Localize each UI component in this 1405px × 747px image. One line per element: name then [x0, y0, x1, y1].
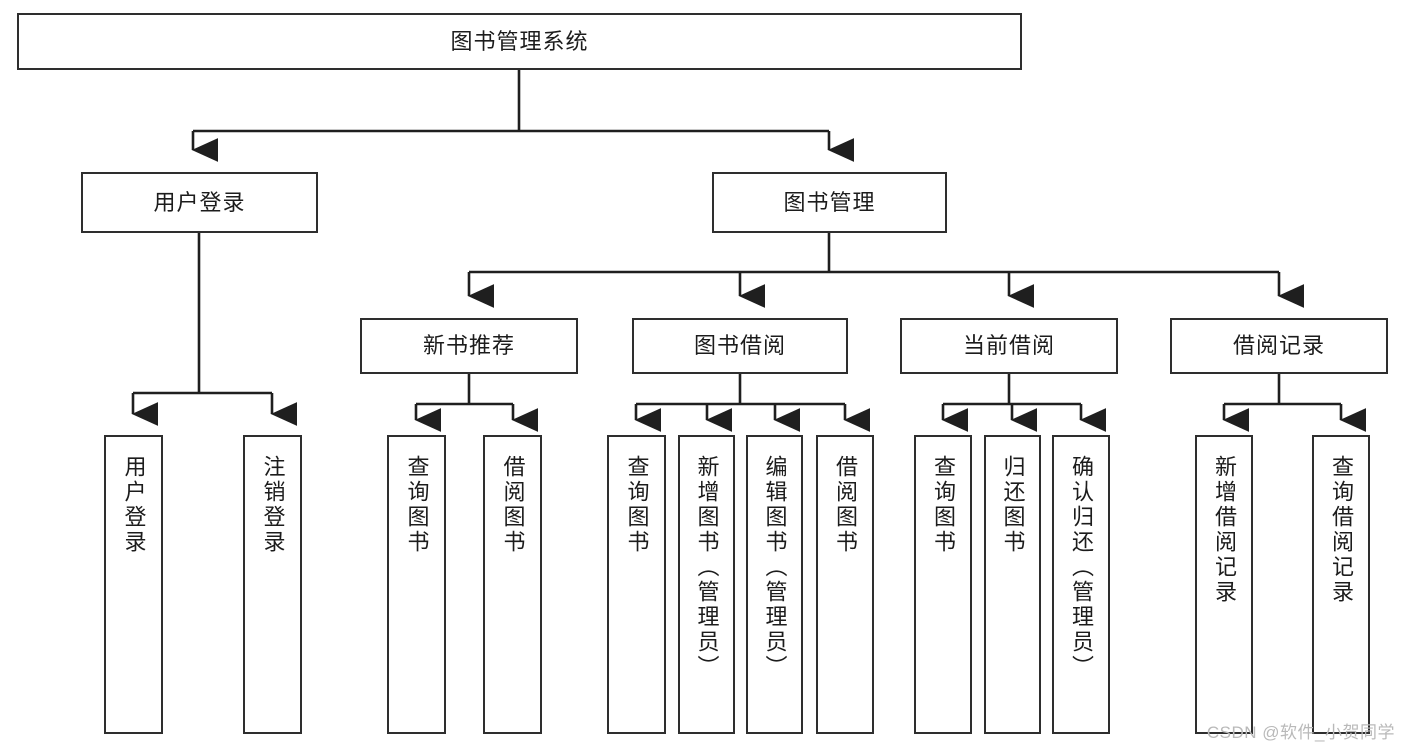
leaf-query-book-current[interactable]: 查询图书 [914, 435, 972, 734]
node-label: 新书推荐 [422, 333, 515, 359]
leaf-user-login[interactable]: 用户登录 [104, 435, 163, 734]
node-label: 用户登录 [153, 189, 246, 215]
leaf-edit-book-admin[interactable]: 编辑图书（管理员） [746, 435, 803, 734]
node-label: 查询借阅记录 [1329, 455, 1354, 605]
node-borrow-record[interactable]: 借阅记录 [1170, 318, 1388, 374]
leaf-borrow-book[interactable]: 借阅图书 [816, 435, 874, 734]
node-label: 新增借阅记录 [1212, 455, 1237, 605]
leaf-add-borrow-record[interactable]: 新增借阅记录 [1195, 435, 1253, 734]
node-book-management-system[interactable]: 图书管理系统 [17, 13, 1022, 70]
leaf-add-book-admin[interactable]: 新增图书（管理员） [678, 435, 735, 734]
node-label: 编辑图书（管理员） [762, 455, 788, 680]
node-label: 查询图书 [404, 455, 430, 555]
node-label: 图书管理 [783, 189, 876, 215]
node-label: 查询图书 [624, 455, 650, 555]
leaf-return-book[interactable]: 归还图书 [984, 435, 1041, 734]
node-label: 图书借阅 [693, 333, 786, 359]
node-book-management[interactable]: 图书管理 [712, 172, 947, 233]
node-label: 当前借阅 [962, 333, 1055, 359]
node-book-borrow[interactable]: 图书借阅 [632, 318, 848, 374]
node-label: 借阅图书 [500, 455, 526, 555]
leaf-borrow-book-recommend[interactable]: 借阅图书 [483, 435, 542, 734]
node-label: 新增图书（管理员） [694, 455, 720, 680]
node-label: 借阅图书 [833, 455, 858, 555]
leaf-query-book-recommend[interactable]: 查询图书 [387, 435, 446, 734]
leaf-query-book-borrow[interactable]: 查询图书 [607, 435, 666, 734]
leaf-query-borrow-record[interactable]: 查询借阅记录 [1312, 435, 1370, 734]
leaf-confirm-return-admin[interactable]: 确认归还（管理员） [1052, 435, 1110, 734]
node-label: 确认归还（管理员） [1069, 455, 1094, 680]
leaf-logout[interactable]: 注销登录 [243, 435, 302, 734]
node-label: 查询图书 [931, 455, 956, 555]
node-label: 借阅记录 [1232, 333, 1325, 359]
node-current-borrow[interactable]: 当前借阅 [900, 318, 1118, 374]
node-label: 图书管理系统 [450, 28, 589, 54]
node-new-book-recommend[interactable]: 新书推荐 [360, 318, 578, 374]
node-label: 注销登录 [260, 455, 286, 555]
node-label: 归还图书 [1000, 455, 1026, 555]
node-label: 用户登录 [121, 455, 147, 555]
node-user-login[interactable]: 用户登录 [81, 172, 318, 233]
